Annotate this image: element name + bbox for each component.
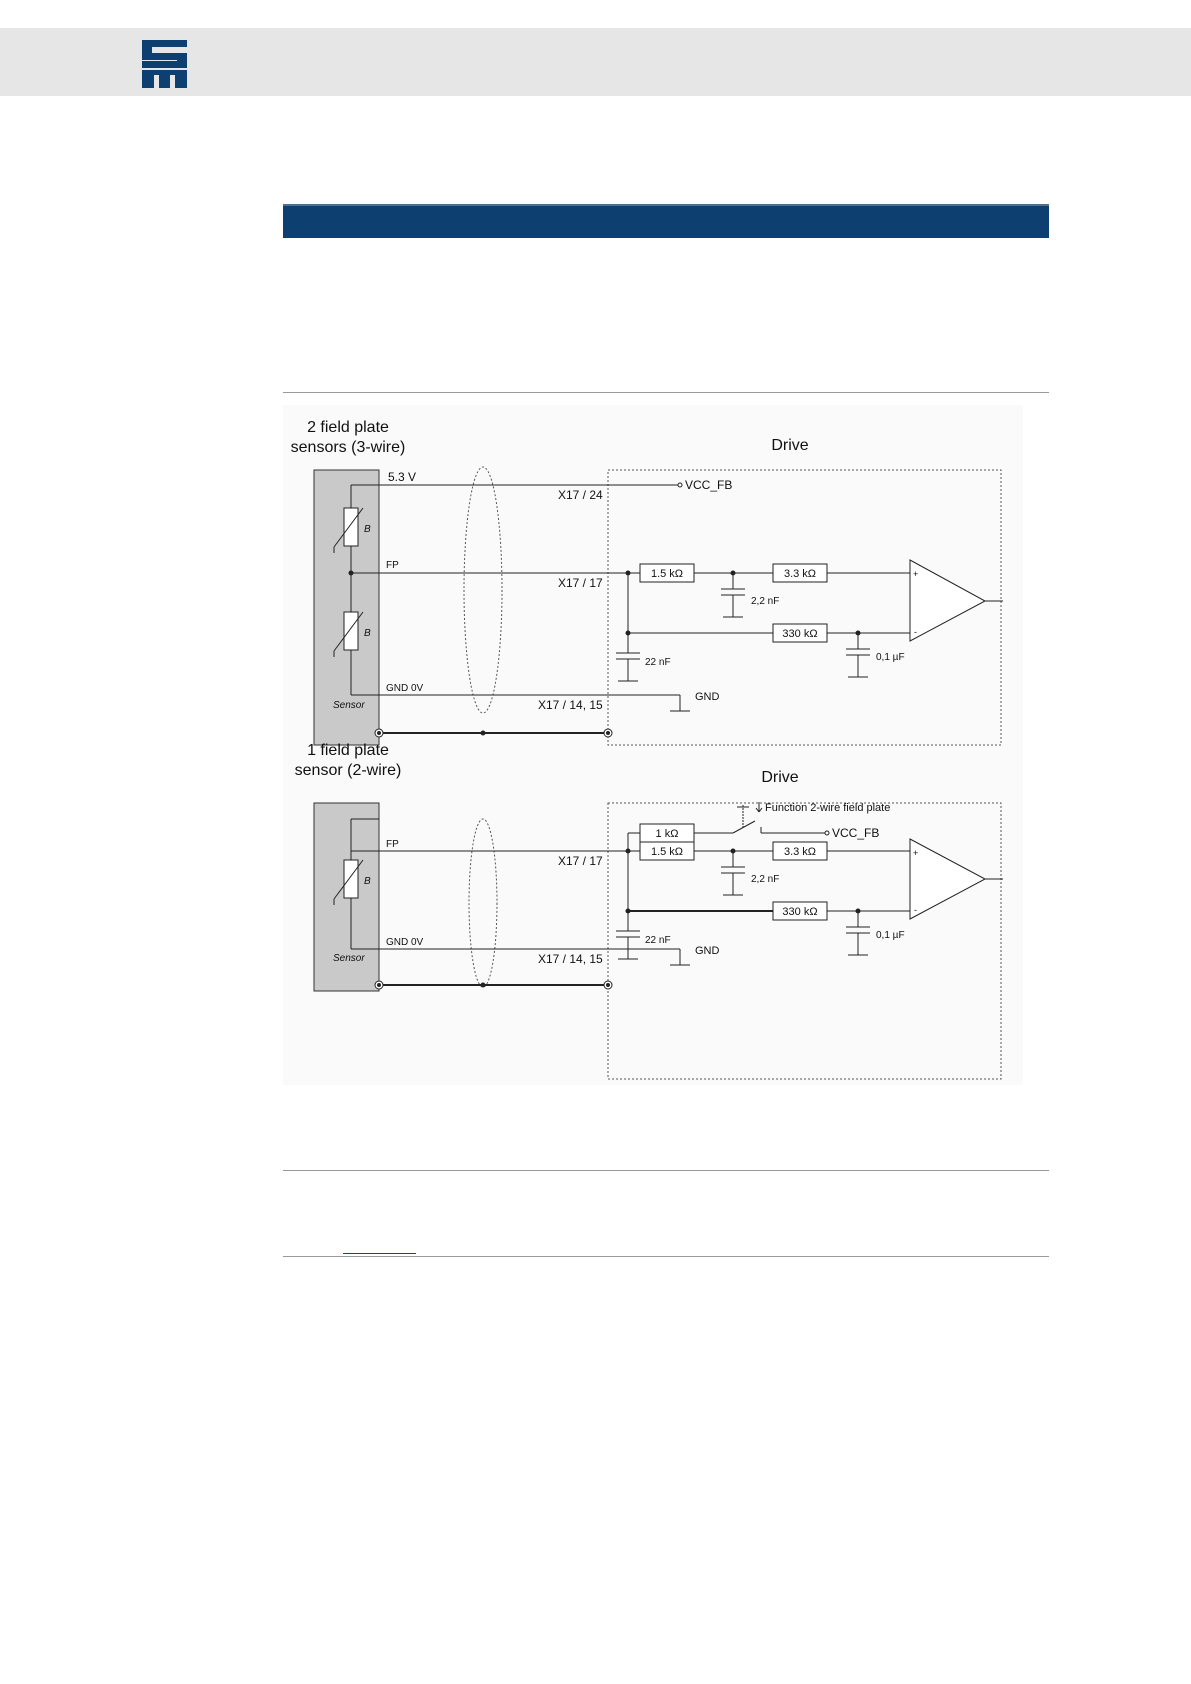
top-cable-shield [463,466,503,714]
top-field-plate-1 [343,507,359,547]
bottom-opamp [909,838,987,920]
top-b1-label: B [364,524,371,535]
top-c1-label: 2,2 nF [751,596,779,607]
top-gnd0v-label: GND 0V [386,683,424,694]
diagram-top: 2 field plate sensors (3-wire) Drive B B… [291,419,1003,746]
bottom-gnd-label: GND [695,945,720,957]
bottom-r0-label: 1 kΩ [656,828,679,840]
bottom-r3-label: 330 kΩ [782,906,817,918]
top-opamp [909,559,987,642]
bottom-gnd0v-label: GND 0V [386,937,424,948]
bottom-cable-shield [468,818,498,988]
top-sensor-housing [313,469,380,746]
top-terminal-fp: X17 / 17 [558,576,603,590]
bottom-fp-label: FP [386,839,399,850]
top-drive-box [607,469,1002,746]
bottom-function-label: Function 2-wire field plate [765,802,890,814]
bottom-opamp-minus: - [914,905,917,915]
top-opamp-minus: - [914,627,917,637]
divider-bottom [283,1256,1049,1257]
bottom-r2-label: 3.3 kΩ [784,846,816,858]
sew-logo-icon [142,40,187,88]
top-b2-label: B [364,628,371,639]
bottom-c3-label: 0,1 µF [876,930,905,941]
bottom-r1-label: 1.5 kΩ [651,846,683,858]
header-bar [0,28,1191,96]
top-field-plate-2 [343,611,359,651]
top-sensor-title-2: sensors (3-wire) [291,439,406,456]
bottom-switch [732,820,756,834]
bottom-sensor-title-1: 1 field plate [307,742,389,759]
divider-top [283,392,1049,393]
bottom-b-label: B [364,876,371,887]
top-opamp-plus: + [913,569,918,579]
cross-reference-link[interactable] [343,1235,416,1254]
top-r1-label: 1.5 kΩ [651,568,683,580]
bottom-terminal-gnd: X17 / 14, 15 [538,952,603,966]
bottom-vcc-label: VCC_FB [832,826,879,840]
top-sensor-title-1: 2 field plate [307,419,389,436]
top-gnd-label: GND [695,691,720,703]
top-c2-label: 22 nF [645,657,671,668]
top-r2-label: 3.3 kΩ [784,568,816,580]
top-fp-label: FP [386,560,399,571]
bottom-drive-label: Drive [761,769,798,786]
bottom-opamp-plus: + [913,848,918,858]
field-plate-wiring-diagram: 2 field plate sensors (3-wire) Drive B B… [283,405,1023,1085]
bottom-terminal-fp: X17 / 17 [558,854,603,868]
top-terminal-supply: X17 / 24 [558,488,603,502]
top-supply-voltage: 5.3 V [388,470,416,484]
top-drive-label: Drive [771,437,808,454]
bottom-c2-label: 22 nF [645,935,671,946]
bottom-sensor-title-2: sensor (2-wire) [295,762,402,779]
section-header-bar [283,204,1049,238]
top-vcc-label: VCC_FB [685,478,732,492]
top-terminal-gnd: X17 / 14, 15 [538,698,603,712]
bottom-field-plate [343,859,359,899]
bottom-c1-label: 2,2 nF [751,874,779,885]
top-r3-label: 330 kΩ [782,628,817,640]
diagram-bottom: 1 field plate sensor (2-wire) Drive B Se… [295,742,1003,1080]
divider-middle [283,1170,1049,1171]
top-sensor-label: Sensor [333,700,365,711]
bottom-drive-box [607,802,1002,1080]
bottom-sensor-label: Sensor [333,953,365,964]
top-c3-label: 0,1 µF [876,652,905,663]
